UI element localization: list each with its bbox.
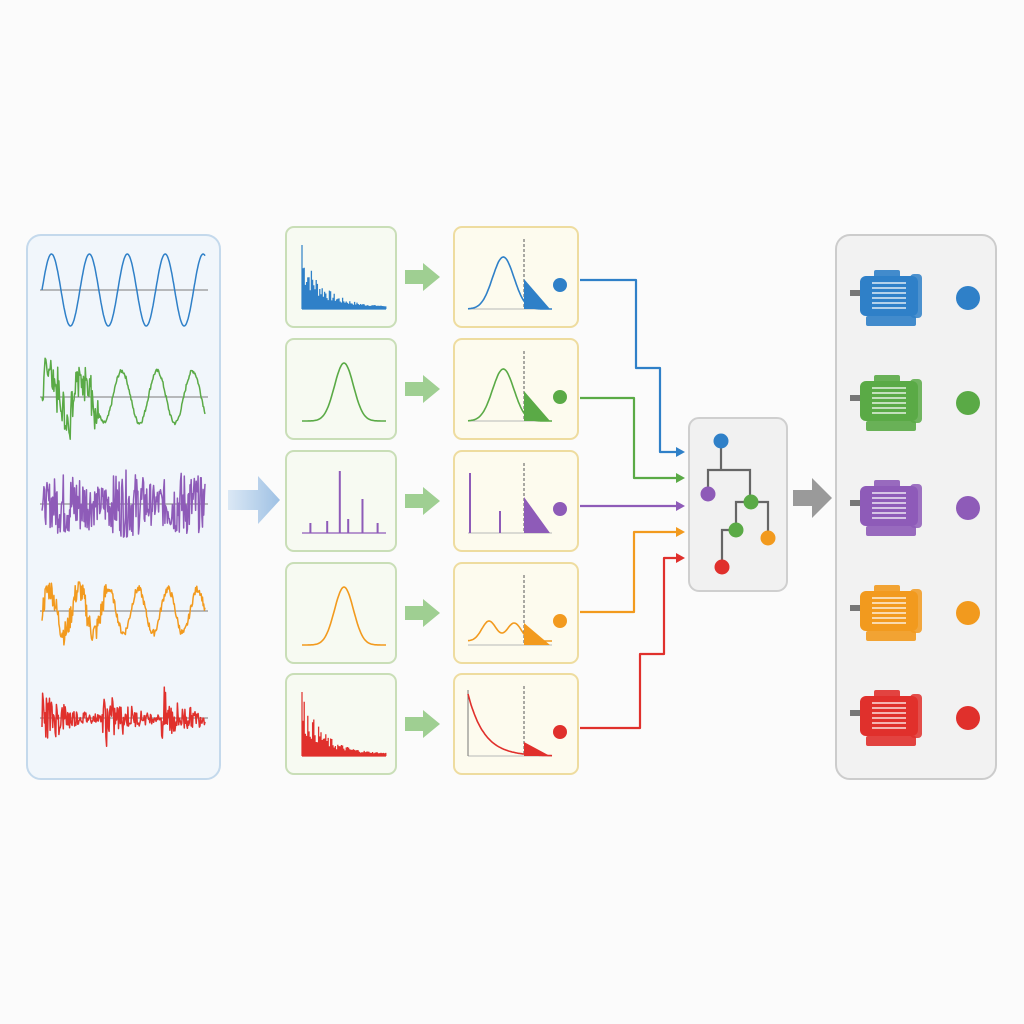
- feature-box: [453, 673, 579, 775]
- connector-arrowhead: [676, 473, 685, 483]
- tree-node: [700, 486, 716, 502]
- motor-body: [860, 591, 918, 631]
- time-signal-blue: [41, 253, 206, 327]
- motor-endcap: [910, 484, 922, 528]
- motor-shaft: [850, 290, 860, 296]
- connector-green: [580, 396, 682, 480]
- tree-edges: [706, 442, 770, 566]
- tree-node: [760, 530, 776, 546]
- motor-body: [860, 381, 918, 421]
- spectrum-curve: [302, 586, 386, 646]
- motor-base: [866, 316, 916, 326]
- motor-shaft: [850, 710, 860, 716]
- motor-terminal-box: [874, 585, 900, 593]
- feature-box: [453, 562, 579, 664]
- status-dot-icon: [956, 391, 980, 415]
- feature-box: [453, 338, 579, 440]
- row-2: [40, 338, 980, 440]
- connector-blue: [580, 278, 682, 454]
- status-dot-icon: [956, 706, 980, 730]
- decision-tree-icon: [700, 433, 776, 575]
- gray-right-arrow-icon: [793, 478, 832, 518]
- motor-terminal-box: [874, 690, 900, 698]
- motor-fins: [872, 387, 906, 414]
- row-5: [40, 673, 980, 775]
- tree-node: [714, 559, 730, 575]
- motor-body: [860, 696, 918, 736]
- motor-fins: [872, 702, 906, 729]
- motor-fins: [872, 597, 906, 624]
- feature-box: [453, 226, 579, 328]
- row-4: [40, 562, 980, 664]
- status-dot-icon: [956, 496, 980, 520]
- time-signal-green: [41, 357, 206, 440]
- classifier-box: [688, 417, 788, 592]
- time-signal-purple: [41, 469, 206, 538]
- spectrum-bars: [302, 701, 387, 756]
- connector-red: [580, 556, 682, 730]
- motor-shaft: [850, 500, 860, 506]
- tree-node: [743, 494, 759, 510]
- status-dot-icon: [553, 614, 567, 628]
- spectrum-box: [285, 450, 397, 552]
- connector-arrowhead: [676, 501, 685, 511]
- motor-shaft: [850, 395, 860, 401]
- motor-endcap: [910, 274, 922, 318]
- spectrum-bars: [302, 267, 387, 309]
- status-dot-icon: [553, 278, 567, 292]
- feature-tail: [524, 497, 550, 533]
- feature-box: [453, 450, 579, 552]
- motor-terminal-box: [874, 270, 900, 278]
- spectrum-curve: [302, 362, 386, 422]
- motor-base: [866, 736, 916, 746]
- big-right-arrow-icon: [228, 476, 280, 524]
- spectrum-box: [285, 338, 397, 440]
- status-dot-icon: [553, 725, 567, 739]
- small-right-arrow-icon: [405, 710, 440, 738]
- tree-node: [713, 433, 729, 449]
- motor-shaft: [850, 605, 860, 611]
- status-dot-icon: [956, 286, 980, 310]
- row-3: [40, 450, 980, 552]
- row-1: [40, 226, 980, 328]
- feature-curve: [469, 473, 501, 533]
- motor-terminal-box: [874, 480, 900, 488]
- motor-base: [866, 631, 916, 641]
- time-signal-orange: [41, 581, 206, 646]
- small-right-arrow-icon: [405, 375, 440, 403]
- motor-base: [866, 526, 916, 536]
- connectors: [580, 278, 685, 730]
- motor-body: [860, 276, 918, 316]
- motor-endcap: [910, 589, 922, 633]
- spectrum-peaks: [309, 471, 379, 533]
- connector-arrowhead: [676, 447, 685, 457]
- motor-endcap: [910, 379, 922, 423]
- status-dot-icon: [956, 601, 980, 625]
- feature-tail: [524, 623, 550, 645]
- connector-orange: [580, 530, 682, 614]
- small-right-arrow-icon: [405, 263, 440, 291]
- rows: [40, 226, 980, 775]
- motor-endcap: [910, 694, 922, 738]
- small-right-arrow-icon: [405, 487, 440, 515]
- motor-body: [860, 486, 918, 526]
- small-right-arrow-icon: [405, 599, 440, 627]
- motor-fins: [872, 492, 906, 519]
- connector-arrowhead: [676, 553, 685, 563]
- feature-tail: [524, 742, 550, 756]
- spectrum-box: [285, 562, 397, 664]
- motor-base: [866, 421, 916, 431]
- time-signal-red: [41, 686, 206, 748]
- motor-terminal-box: [874, 375, 900, 383]
- connector-arrowhead: [676, 527, 685, 537]
- status-dot-icon: [553, 502, 567, 516]
- status-dot-icon: [553, 390, 567, 404]
- feature-tail: [524, 391, 550, 421]
- tree-node: [728, 522, 744, 538]
- feature-tail: [524, 279, 550, 309]
- motor-fins: [872, 282, 906, 309]
